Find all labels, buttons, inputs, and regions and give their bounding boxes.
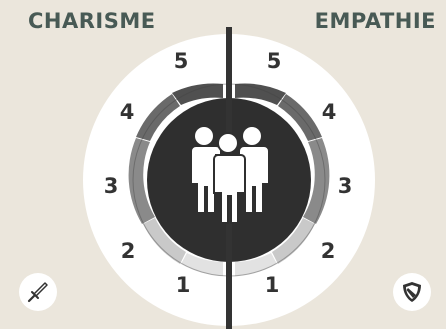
- right-scale-4: 4: [322, 100, 337, 124]
- group-of-people-icon: [192, 127, 268, 224]
- sword-badge: [19, 273, 57, 311]
- right-ring-level-4: [278, 94, 322, 141]
- right-ring: [235, 83, 330, 276]
- right-scale-2: 2: [321, 239, 336, 263]
- left-scale-3: 3: [104, 174, 119, 198]
- sword-icon: [27, 282, 48, 303]
- empathie-title: EMPATHIE: [314, 9, 436, 33]
- left-ring: [128, 83, 223, 276]
- right-scale-3: 3: [338, 174, 353, 198]
- left-ring-level-4: [136, 94, 180, 141]
- left-scale-5: 5: [174, 49, 189, 73]
- right-ring-level-1: [235, 253, 277, 276]
- left-scale-4: 4: [120, 100, 135, 124]
- right-ring-level-5: [235, 83, 286, 105]
- left-scale-2: 2: [121, 239, 136, 263]
- right-ring-level-3: [303, 138, 330, 224]
- left-ring-level-1: [181, 253, 223, 276]
- right-scale-5: 5: [267, 49, 282, 73]
- shield-icon: [403, 282, 421, 302]
- shield-badge: [393, 273, 431, 311]
- left-ring-level-2: [143, 218, 186, 264]
- left-ring-level-5: [172, 83, 223, 105]
- charisme-title: CHARISME: [28, 9, 156, 33]
- right-ring-level-2: [272, 218, 315, 264]
- left-scale-1: 1: [176, 273, 191, 297]
- left-ring-level-3: [128, 138, 155, 224]
- right-scale-1: 1: [265, 273, 280, 297]
